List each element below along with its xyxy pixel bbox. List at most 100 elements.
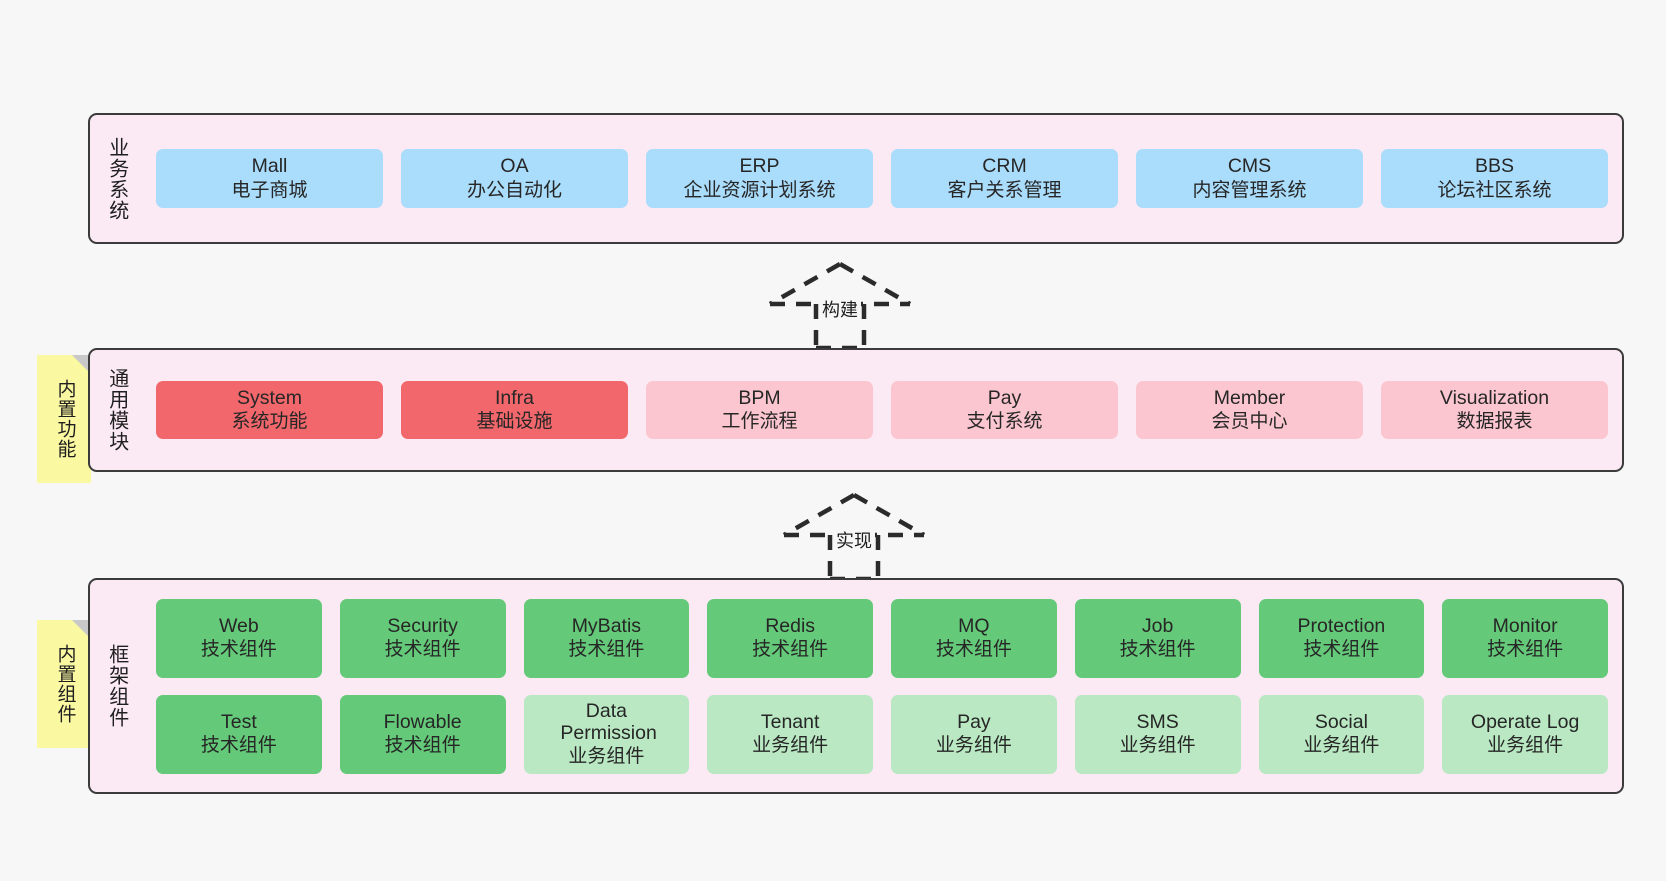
component-card-mq[interactable]: MQ 技术组件 <box>891 598 1057 678</box>
component-type-cn: 技术组件 <box>200 639 277 661</box>
sticky-note-builtin-components: 内置组件 <box>37 620 91 748</box>
module-name-cn: 客户关系管理 <box>947 179 1062 201</box>
card-row: Test 技术组件 Flowable 技术组件 Data Permission … <box>156 694 1608 774</box>
module-card-pay[interactable]: Pay 支付系统 <box>891 380 1118 440</box>
module-name-cn: 工作流程 <box>721 411 798 433</box>
sticky-note-builtin-functions: 内置功能 <box>37 355 91 483</box>
module-card-crm[interactable]: CRM 客户关系管理 <box>891 149 1118 208</box>
component-type-cn: 业务组件 <box>752 735 829 757</box>
module-card-member[interactable]: Member 会员中心 <box>1136 380 1363 440</box>
module-card-erp[interactable]: ERP 企业资源计划系统 <box>646 149 873 208</box>
module-card-bpm[interactable]: BPM 工作流程 <box>646 380 873 440</box>
component-type-cn: 技术组件 <box>752 639 829 661</box>
card-row: Mall 电子商城 OA 办公自动化 ERP 企业资源计划系统 CRM 客户关系… <box>156 149 1608 208</box>
sticky-fold-corner-icon <box>72 355 91 374</box>
component-card-web[interactable]: Web 技术组件 <box>156 598 322 678</box>
component-name-en: SMS <box>1136 710 1179 733</box>
component-card-tenant[interactable]: Tenant 业务组件 <box>707 694 873 774</box>
module-name-en: ERP <box>739 155 780 178</box>
component-type-cn: 业务组件 <box>1119 735 1196 757</box>
component-name-en: Pay <box>957 710 991 733</box>
component-card-mybatis[interactable]: MyBatis 技术组件 <box>523 598 690 678</box>
component-card-protection[interactable]: Protection 技术组件 <box>1258 598 1425 678</box>
module-name-en: Pay <box>987 386 1022 409</box>
layer-body-framework-components: Web 技术组件 Security 技术组件 MyBatis 技术组件 Redi… <box>142 580 1622 792</box>
connector-label-implement: 实现 <box>833 527 875 553</box>
component-type-cn: 技术组件 <box>1487 639 1564 661</box>
component-name-en: Monitor <box>1492 614 1558 637</box>
layer-common-modules: 通用模块 System 系统功能 Infra 基础设施 BPM 工作流程 Pay… <box>88 348 1624 472</box>
component-card-social[interactable]: Social 业务组件 <box>1258 694 1425 774</box>
component-type-cn: 业务组件 <box>1303 735 1380 757</box>
module-name-cn: 内容管理系统 <box>1192 179 1307 201</box>
component-card-flowable[interactable]: Flowable 技术组件 <box>339 694 506 774</box>
module-name-en: BBS <box>1474 155 1515 178</box>
module-name-cn: 数据报表 <box>1456 411 1533 433</box>
layer-framework-components: 框架组件 Web 技术组件 Security 技术组件 MyBatis 技术组件… <box>88 578 1624 794</box>
connector-build: 构建 <box>760 258 920 351</box>
component-type-cn: 技术组件 <box>384 639 461 661</box>
component-card-test[interactable]: Test 技术组件 <box>156 694 322 774</box>
module-card-cms[interactable]: CMS 内容管理系统 <box>1136 149 1363 208</box>
layer-title-business-systems: 业务系统 <box>105 136 128 221</box>
module-name-en: Visualization <box>1439 386 1550 409</box>
module-name-en: OA <box>500 155 529 178</box>
sticky-note-label: 内置组件 <box>54 644 76 724</box>
component-card-monitor[interactable]: Monitor 技术组件 <box>1442 598 1608 678</box>
component-type-cn: 技术组件 <box>384 735 461 757</box>
layer-business-systems: 业务系统 Mall 电子商城 OA 办公自动化 ERP 企业资源计划系统 CRM… <box>88 113 1624 244</box>
module-name-en: Member <box>1213 386 1286 409</box>
layer-body-business-systems: Mall 电子商城 OA 办公自动化 ERP 企业资源计划系统 CRM 客户关系… <box>142 115 1622 242</box>
component-name-en: Protection <box>1297 614 1386 637</box>
sticky-note-label: 内置功能 <box>54 379 76 459</box>
component-type-cn: 技术组件 <box>568 639 645 661</box>
module-card-mall[interactable]: Mall 电子商城 <box>156 149 383 208</box>
component-name-en: Operate Log <box>1470 710 1580 733</box>
layer-body-common-modules: System 系统功能 Infra 基础设施 BPM 工作流程 Pay 支付系统… <box>142 350 1622 470</box>
module-name-en: BPM <box>738 386 781 409</box>
module-name-en: Mall <box>251 155 288 178</box>
component-card-operate-log[interactable]: Operate Log 业务组件 <box>1442 694 1608 774</box>
component-name-en: Web <box>219 614 259 637</box>
component-type-cn: 业务组件 <box>1487 735 1564 757</box>
component-name-en: Redis <box>765 614 816 637</box>
module-card-system[interactable]: System 系统功能 <box>156 380 383 440</box>
connector-implement: 实现 <box>774 489 934 582</box>
card-row: System 系统功能 Infra 基础设施 BPM 工作流程 Pay 支付系统… <box>156 380 1608 440</box>
module-name-cn: 企业资源计划系统 <box>683 179 836 201</box>
component-type-cn: 技术组件 <box>1119 639 1196 661</box>
module-name-cn: 办公自动化 <box>466 179 562 201</box>
module-name-en: System <box>236 386 302 409</box>
connector-label-build: 构建 <box>819 296 861 322</box>
module-name-cn: 支付系统 <box>966 411 1043 433</box>
layer-title-common-modules: 通用模块 <box>105 368 128 452</box>
component-name-en: Data Permission <box>560 700 657 745</box>
module-name-cn: 论坛社区系统 <box>1437 179 1552 201</box>
component-name-en: MQ <box>958 614 990 637</box>
component-card-sms[interactable]: SMS 业务组件 <box>1074 694 1241 774</box>
component-name-en: Flowable <box>383 710 462 733</box>
component-card-data-permission[interactable]: Data Permission 业务组件 <box>523 694 690 774</box>
component-type-cn: 技术组件 <box>200 735 277 757</box>
module-card-bbs[interactable]: BBS 论坛社区系统 <box>1381 149 1608 208</box>
component-type-cn: 技术组件 <box>935 639 1012 661</box>
module-name-cn: 电子商城 <box>231 179 308 201</box>
component-card-redis[interactable]: Redis 技术组件 <box>707 598 873 678</box>
module-name-en: Infra <box>494 386 535 409</box>
component-name-en: Social <box>1314 710 1368 733</box>
module-card-infra[interactable]: Infra 基础设施 <box>401 380 628 440</box>
module-card-oa[interactable]: OA 办公自动化 <box>401 149 628 208</box>
component-card-job[interactable]: Job 技术组件 <box>1074 598 1241 678</box>
sticky-fold-corner-icon <box>72 620 91 639</box>
component-card-pay[interactable]: Pay 业务组件 <box>891 694 1057 774</box>
component-name-en: Test <box>220 710 257 733</box>
module-name-en: CRM <box>982 155 1027 178</box>
component-type-cn: 业务组件 <box>935 735 1012 757</box>
module-card-visualization[interactable]: Visualization 数据报表 <box>1381 380 1608 440</box>
component-name-en: Tenant <box>760 710 820 733</box>
module-name-en: CMS <box>1227 155 1272 178</box>
module-name-cn: 会员中心 <box>1211 411 1288 433</box>
card-row: Web 技术组件 Security 技术组件 MyBatis 技术组件 Redi… <box>156 598 1608 678</box>
component-card-security[interactable]: Security 技术组件 <box>339 598 506 678</box>
